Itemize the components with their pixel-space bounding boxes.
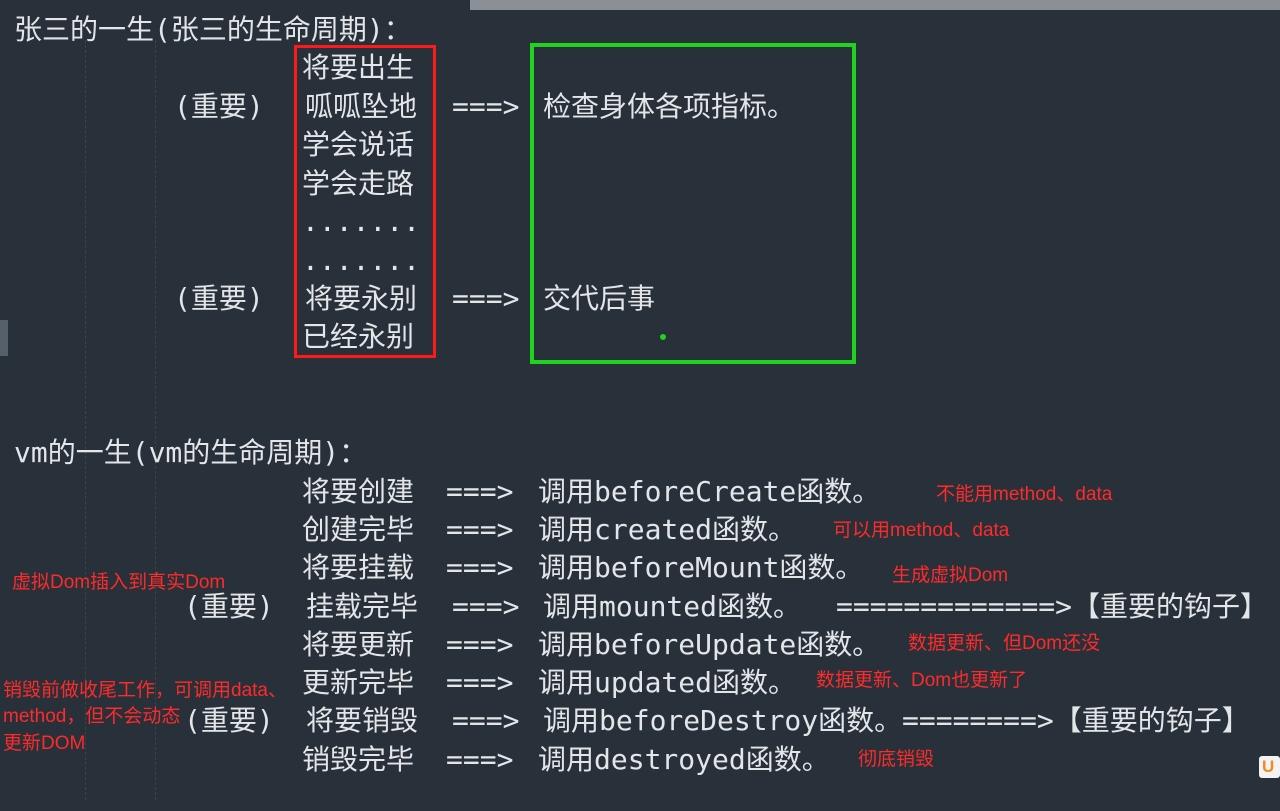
hook-note: 生成虚拟Dom xyxy=(892,565,1009,586)
life-stage: 学会说话 xyxy=(302,128,415,161)
important-label: (重要) xyxy=(184,704,274,737)
lifecycle-stage: 将要更新 xyxy=(302,628,415,661)
arrow: ===> xyxy=(446,475,514,508)
lifecycle-stage: 创建完毕 xyxy=(302,513,415,546)
section2-title: vm的一生(vm的生命周期)： xyxy=(14,436,368,469)
hook-call: 调用updated函数。 xyxy=(538,666,797,699)
scroll-gutter-marker xyxy=(0,320,8,356)
arrow: ===> xyxy=(446,666,514,699)
lifecycle-stage: 将要销毁 xyxy=(306,704,419,737)
arrow: ===> xyxy=(452,590,520,623)
life-action: 交代后事 xyxy=(543,282,656,315)
hook-note: 可以用method、data xyxy=(833,520,1010,541)
lifecycle-stage: 将要创建 xyxy=(302,475,415,508)
hook-note: 数据更新、Dom也更新了 xyxy=(816,670,1028,691)
life-stage: 学会走路 xyxy=(302,167,415,200)
life-stage: 呱呱坠地 xyxy=(305,90,418,123)
hook-note: 数据更新、但Dom还没 xyxy=(908,633,1101,654)
lifecycle-stage: 销毁完毕 xyxy=(302,743,415,776)
window-top-bar xyxy=(0,0,1280,10)
mount-side-note: 虚拟Dom插入到真实Dom xyxy=(12,572,226,593)
lifecycle-stage: 挂载完毕 xyxy=(306,590,419,623)
arrow: ===> xyxy=(452,90,520,123)
destroy-side-note: 更新DOM xyxy=(3,733,86,754)
editor-tab-strip[interactable] xyxy=(470,0,1280,10)
destroy-side-note: method，但不会动态 xyxy=(3,706,181,727)
life-stage: 将要永别 xyxy=(305,282,418,315)
lifecycle-stage: 将要挂载 xyxy=(302,551,415,584)
hook-call: 调用beforeCreate函数。 xyxy=(538,475,881,508)
important-label: (重要) xyxy=(174,282,264,315)
actions-highlight-box xyxy=(530,43,856,364)
section1-title: 张三的一生(张三的生命周期)： xyxy=(14,13,412,46)
lifecycle-stage: 更新完毕 xyxy=(302,666,415,699)
arrow: ===> xyxy=(446,551,514,584)
important-label: (重要) xyxy=(184,590,274,623)
arrow: ===> xyxy=(446,743,514,776)
cursor-dot xyxy=(660,334,666,340)
life-stage: 将要出生 xyxy=(302,51,415,84)
arrow: ===> xyxy=(452,704,520,737)
app-logo-icon[interactable]: U xyxy=(1259,756,1280,778)
indent-guide xyxy=(155,40,156,800)
arrow: ===> xyxy=(446,513,514,546)
hook-call: 调用destroyed函数。 xyxy=(538,743,830,776)
hook-call: 调用beforeMount函数。 xyxy=(538,551,864,584)
life-stage: 已经永别 xyxy=(302,320,415,353)
stages-highlight-box xyxy=(294,45,436,358)
important-hook-marker: =============>【重要的钩子】 xyxy=(836,590,1269,623)
destroy-side-note: 销毁前做收尾工作，可调用data、 xyxy=(3,680,287,701)
hook-note: 不能用method、data xyxy=(936,484,1113,505)
important-label: (重要) xyxy=(174,90,264,123)
life-stage: ....... xyxy=(302,244,421,277)
hook-call: 调用created函数。 xyxy=(538,513,797,546)
life-stage: ....... xyxy=(302,205,421,238)
life-action: 检查身体各项指标。 xyxy=(543,90,796,123)
important-hook-marker: ========>【重要的钩子】 xyxy=(902,704,1250,737)
hook-call: 调用beforeUpdate函数。 xyxy=(538,628,881,661)
hook-note: 彻底销毁 xyxy=(858,749,935,770)
indent-guide xyxy=(85,40,86,800)
arrow: ===> xyxy=(452,282,520,315)
hook-call: 调用mounted函数。 xyxy=(543,590,802,623)
arrow: ===> xyxy=(446,628,514,661)
hook-call: 调用beforeDestroy函数。 xyxy=(543,704,903,737)
